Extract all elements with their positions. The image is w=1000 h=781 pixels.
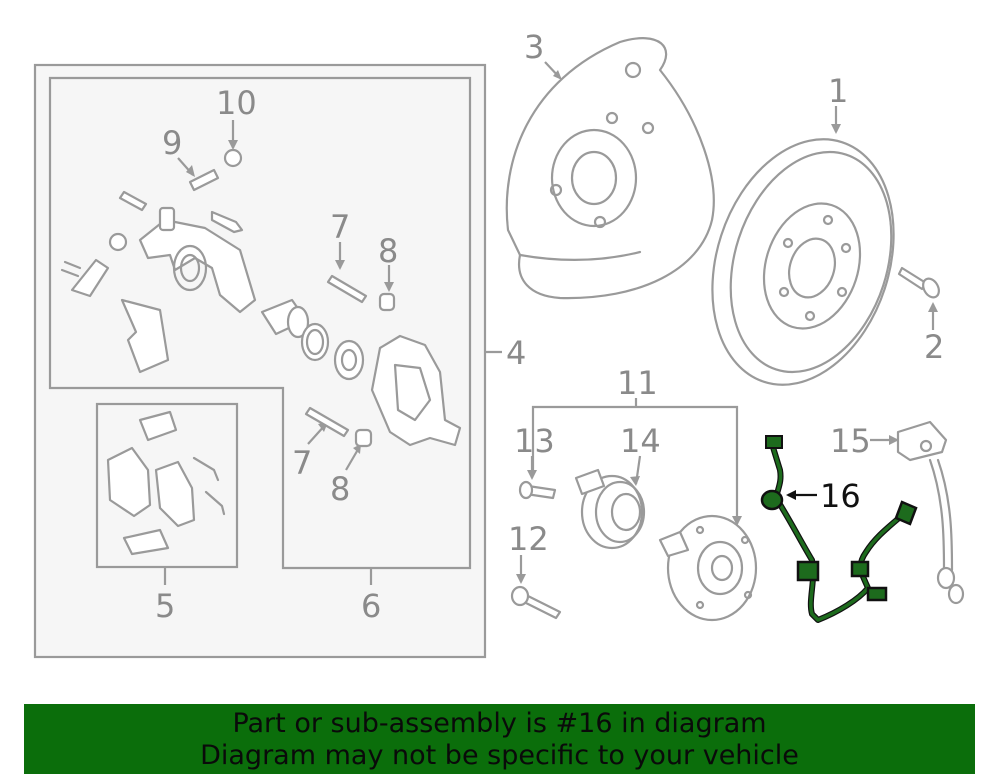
callout-1: 1 (828, 72, 848, 110)
caliper-body-part (138, 206, 257, 314)
callout-8-lower: 8 (330, 470, 350, 508)
callout-11: 11 (617, 364, 658, 402)
callout-14: 14 (620, 422, 661, 460)
hub-assembly-part (658, 514, 758, 622)
hub-bolt-part (518, 480, 557, 500)
callout-10: 10 (216, 84, 257, 122)
callout-7-lower: 7 (292, 444, 312, 482)
caliper-bracket-part (370, 334, 462, 447)
callout-labels: 1 2 3 4 5 6 7 7 8 8 9 10 11 12 13 14 15 … (155, 28, 944, 625)
callout-9: 9 (162, 124, 182, 162)
hub-bolt-lower-part (510, 585, 562, 620)
callout-7-upper: 7 (330, 208, 350, 246)
abs-sensor-part (760, 435, 918, 623)
banner-line-2: Diagram may not be specific to your vehi… (200, 740, 799, 771)
callout-5: 5 (155, 587, 175, 625)
callout-15: 15 (830, 422, 871, 460)
callout-4: 4 (506, 334, 526, 372)
dust-shield-part (505, 37, 715, 300)
wheel-bearing-part (574, 468, 646, 550)
callout-2: 2 (924, 328, 944, 366)
info-banner: Part or sub-assembly is #16 in diagram D… (24, 704, 975, 774)
callout-16: 16 (820, 477, 861, 515)
rotor-bolt-part (897, 266, 940, 299)
brake-pads-part (106, 410, 226, 556)
brake-rotor-part (711, 138, 895, 386)
callout-3: 3 (524, 28, 544, 66)
guide-pins-parts (304, 274, 396, 448)
callout-13: 13 (514, 422, 555, 460)
callout-12: 12 (508, 520, 549, 558)
arrow-heads (186, 70, 938, 584)
banner-line-1: Part or sub-assembly is #16 in diagram (232, 708, 767, 739)
brake-hose-part (896, 420, 965, 605)
callout-6: 6 (361, 587, 381, 625)
piston-seal-parts (260, 298, 365, 381)
bleeder-and-small-parts (60, 148, 244, 374)
callout-8-upper: 8 (378, 232, 398, 270)
